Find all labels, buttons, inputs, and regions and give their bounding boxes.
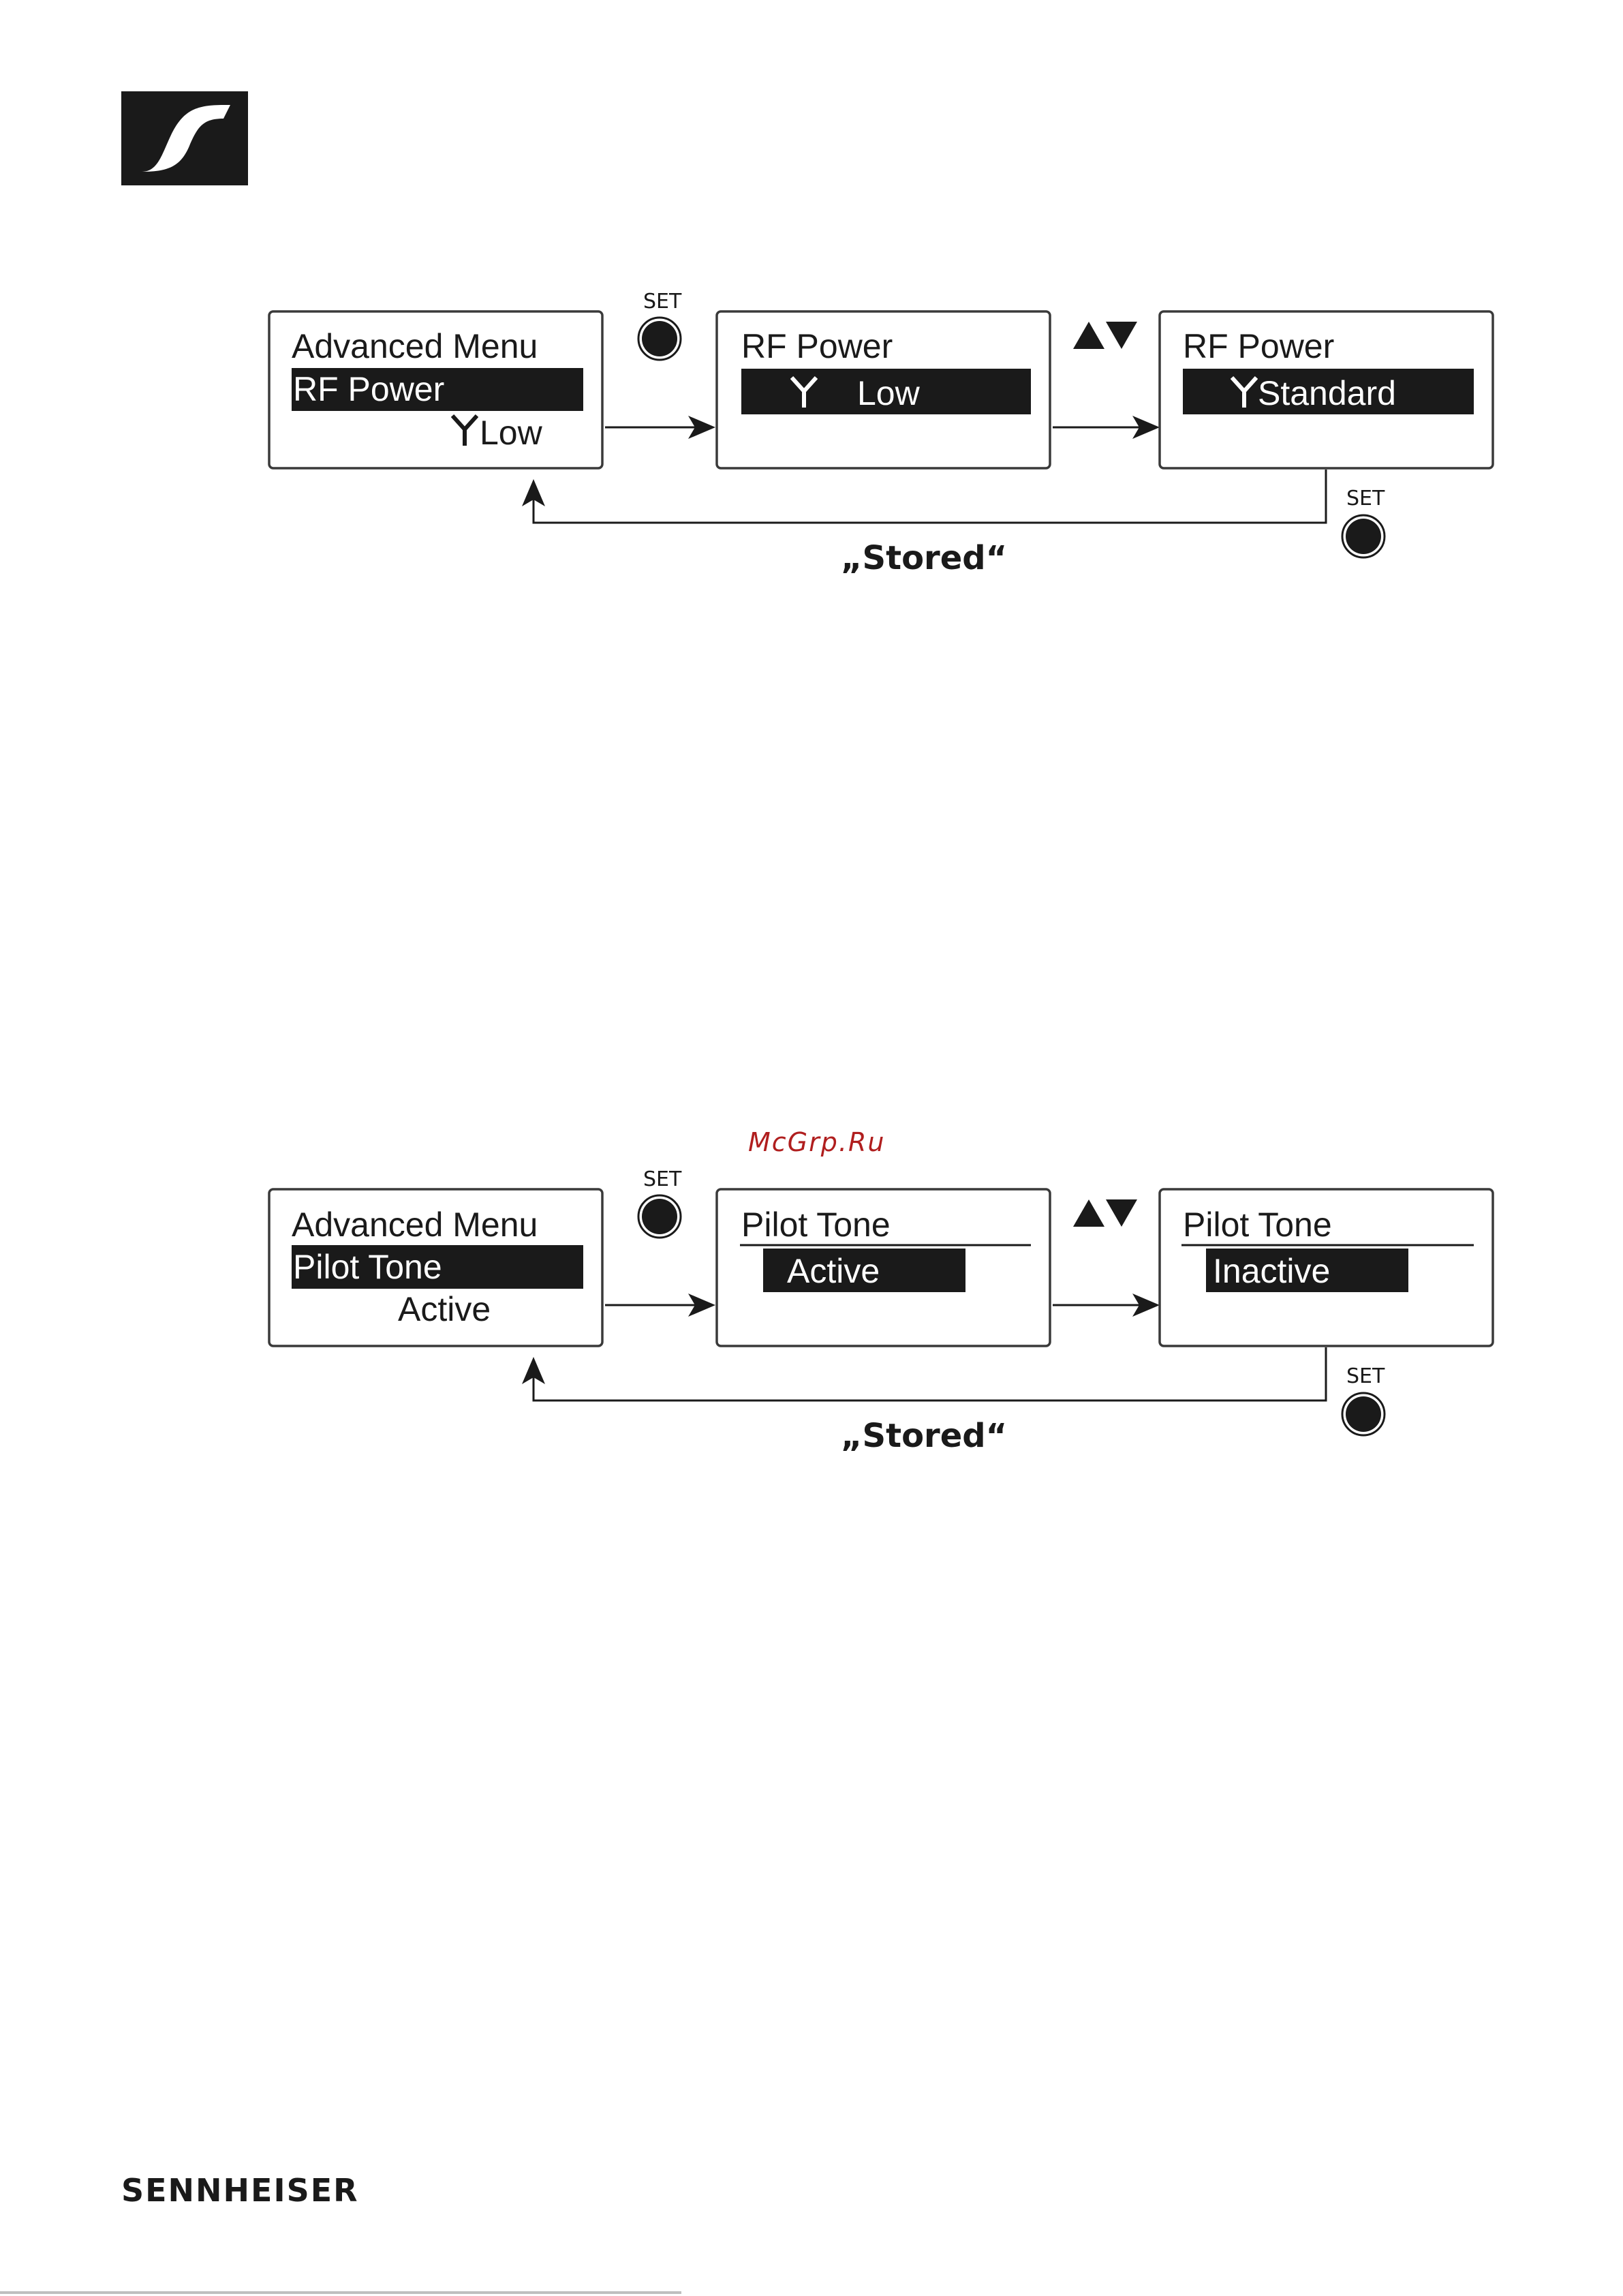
set-button-return[interactable]: SET [1342, 487, 1385, 557]
rf-power-screen-current: RF Power Low [717, 311, 1050, 468]
stored-label: „Stored“ [841, 539, 1007, 577]
menu-flow-diagrams: Advanced Menu RF Power Low SET RF Power … [0, 0, 1623, 1499]
screen-line-highlighted: RF Power [293, 370, 444, 408]
down-arrow-icon[interactable] [1106, 322, 1137, 349]
pilot-tone-diagram: Advanced Menu Pilot Tone Active SET Pilo… [269, 1167, 1493, 1455]
set-button-icon [642, 321, 677, 356]
screen-line-highlighted: Pilot Tone [293, 1248, 442, 1286]
rf-power-screen-advanced-menu: Advanced Menu RF Power Low [269, 311, 602, 468]
flow-arrow-1-to-2 [605, 416, 715, 439]
screen-title: RF Power [1183, 327, 1334, 365]
up-arrow-icon[interactable] [1073, 1199, 1104, 1227]
page-bottom-rule [0, 2291, 681, 2294]
set-button-icon [1346, 519, 1381, 554]
screen-highlighted-value: Low [857, 374, 921, 412]
set-button-icon [642, 1199, 677, 1234]
flow-arrow-2-to-3 [1053, 416, 1160, 439]
screen-line-value: Low [480, 414, 543, 452]
flow-arrow-2-to-3 [1053, 1294, 1160, 1317]
return-arrow [522, 1347, 1326, 1400]
screen-line-value: Active [398, 1290, 491, 1328]
rf-power-diagram: Advanced Menu RF Power Low SET RF Power … [269, 290, 1493, 577]
watermark-text: McGrp.Ru [748, 1127, 885, 1157]
up-arrow-icon[interactable] [1073, 322, 1104, 349]
flow-arrow-1-to-2 [605, 1294, 715, 1317]
set-button-return[interactable]: SET [1342, 1364, 1385, 1435]
return-arrow [522, 470, 1326, 523]
screen-line-menu-title: Advanced Menu [292, 327, 538, 365]
down-arrow-icon[interactable] [1106, 1199, 1137, 1227]
screen-title: Pilot Tone [741, 1206, 891, 1244]
set-button-top[interactable]: SET [638, 290, 682, 360]
set-button-label: SET [643, 290, 682, 313]
screen-highlighted-value: Standard [1258, 374, 1396, 412]
screen-title: RF Power [741, 327, 893, 365]
set-button-top[interactable]: SET [638, 1167, 682, 1238]
screen-title: Pilot Tone [1183, 1206, 1332, 1244]
stored-label: „Stored“ [841, 1417, 1007, 1455]
screen-highlighted-value: Inactive [1213, 1252, 1330, 1290]
rf-power-screen-new: RF Power Standard [1160, 311, 1493, 468]
set-button-label: SET [1346, 487, 1385, 510]
brand-wordmark: SENNHEISER [121, 2172, 359, 2209]
screen-line-menu-title: Advanced Menu [292, 1206, 538, 1244]
set-button-label: SET [1346, 1364, 1385, 1388]
up-down-keys[interactable] [1073, 322, 1137, 349]
up-down-keys[interactable] [1073, 1199, 1137, 1227]
set-button-icon [1346, 1396, 1381, 1432]
screen-highlighted-value: Active [787, 1252, 880, 1290]
pilot-tone-screen-current: Pilot Tone Active [717, 1189, 1050, 1346]
pilot-tone-screen-new: Pilot Tone Inactive [1160, 1189, 1493, 1346]
pilot-tone-screen-advanced-menu: Advanced Menu Pilot Tone Active [269, 1189, 602, 1346]
set-button-label: SET [643, 1167, 682, 1191]
